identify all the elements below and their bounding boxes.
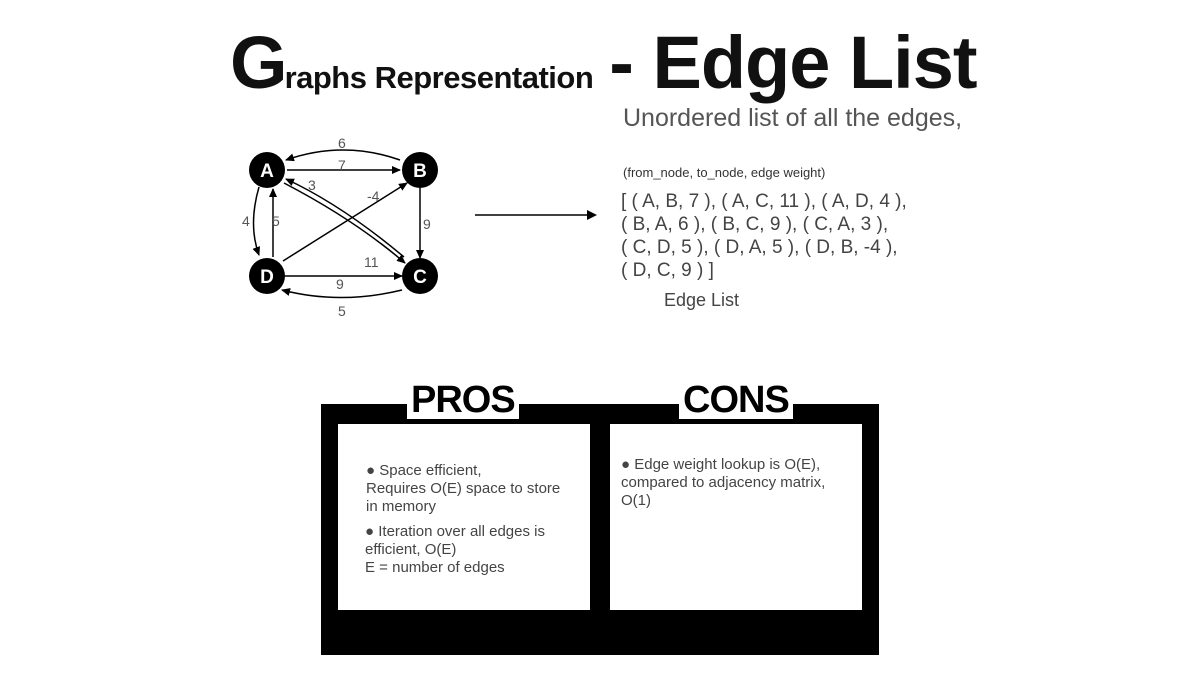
weight-d-c: 9 — [336, 276, 344, 292]
cons-heading: CONS — [679, 381, 793, 419]
edge-b-a — [285, 149, 401, 162]
edge-list: [ ( A, B, 7 ), ( A, C, 11 ), ( A, D, 4 )… — [621, 190, 907, 282]
pros-points: ● Space efficient, Requires O(E) space t… — [365, 462, 576, 577]
title-rest: raphs Representation — [284, 60, 594, 95]
weight-a-c: 11 — [364, 254, 379, 270]
node-b-label: B — [413, 161, 427, 182]
subtitle: Unordered list of all the edges, — [623, 104, 963, 132]
edge-list-line: ( C, D, 5 ), ( D, A, 5 ), ( D, B, -4 ), — [621, 237, 898, 258]
node-d-label: D — [260, 267, 274, 288]
graph-svg: 7 6 11 3 4 5 9 -4 9 5 A B C D — [242, 135, 438, 319]
node-c-label: C — [413, 267, 427, 288]
edge-list-line: ( D, C, 9 ) ] — [621, 260, 714, 281]
edge-c-d — [281, 288, 403, 299]
edge-list-line: ( B, A, 6 ), ( B, C, 9 ), ( C, A, 3 ), — [621, 214, 889, 235]
weight-d-b: -4 — [367, 188, 380, 204]
graph-diagram: 7 6 11 3 4 5 9 -4 9 5 A B C D — [230, 125, 460, 325]
pros-point: ● Iteration over all edges is efficient,… — [365, 523, 545, 576]
node-a-label: A — [260, 161, 274, 182]
edge-a-d — [252, 186, 261, 256]
pros-panel: ● Space efficient, Requires O(E) space t… — [338, 424, 590, 610]
weight-a-d: 4 — [242, 213, 250, 229]
pros-heading: PROS — [407, 381, 519, 419]
pros-point: ● Space efficient, Requires O(E) space t… — [366, 462, 561, 515]
right-arrow-icon — [475, 210, 597, 220]
node-c — [402, 258, 438, 294]
slide-title: Graphs Representation - Edge List — [230, 20, 978, 105]
weight-a-b: 7 — [338, 157, 346, 173]
title-first-letter: G — [230, 21, 288, 104]
cons-points: ● Edge weight lookup is O(E), compared t… — [621, 456, 851, 510]
pros-cons-box: ● Space efficient, Requires O(E) space t… — [321, 381, 879, 655]
weight-b-c: 9 — [423, 216, 431, 232]
cons-point: ● Edge weight lookup is O(E), compared t… — [621, 456, 826, 509]
node-b — [402, 152, 438, 188]
edge-d-b — [282, 182, 408, 262]
weight-c-d: 5 — [338, 303, 346, 319]
node-a — [249, 152, 285, 188]
edge-list-caption: Edge List — [664, 290, 740, 310]
edge-list-line: [ ( A, B, 7 ), ( A, C, 11 ), ( A, D, 4 )… — [621, 191, 907, 212]
weight-b-a: 6 — [338, 135, 346, 151]
node-d — [249, 258, 285, 294]
title-suffix: - Edge List — [609, 21, 977, 104]
format-note: (from_node, to_node, edge weight) — [623, 165, 826, 180]
weight-d-a: 5 — [272, 213, 280, 229]
edge-a-c — [283, 182, 406, 264]
weight-c-a: 3 — [308, 177, 316, 193]
cons-panel: ● Edge weight lookup is O(E), compared t… — [610, 424, 862, 610]
edge-c-a — [285, 178, 405, 258]
